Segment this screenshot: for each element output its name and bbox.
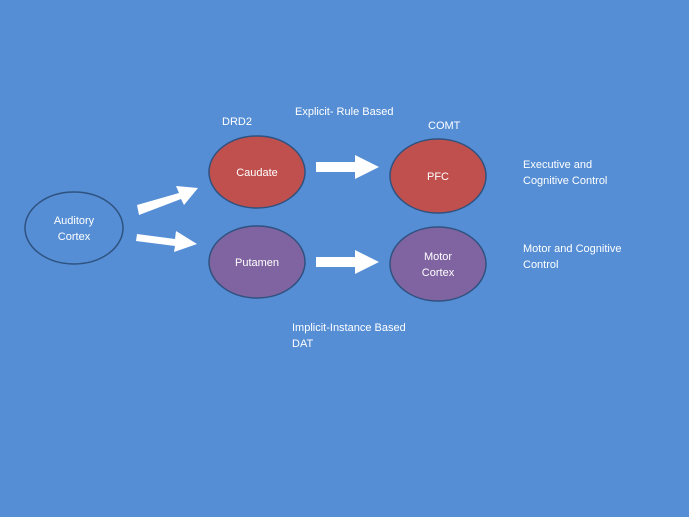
pfc-node [389, 138, 487, 214]
motor-cognitive-control-label-line1: Motor and Cognitive [523, 243, 622, 255]
comt-label: COMT [428, 120, 461, 132]
executive-control-label-line1: Executive and [523, 159, 593, 171]
arrow-putamen-to-motor-cortex [316, 250, 379, 274]
arrow-auditory-to-caudate [137, 186, 198, 215]
auditory-cortex-node [24, 191, 124, 265]
arrow-auditory-to-putamen [136, 231, 197, 252]
drd2-label: DRD2 [222, 116, 252, 128]
auditory-cortex-label-line1: Auditory [54, 215, 95, 227]
pfc-label: PFC [427, 171, 449, 183]
caudate-node [208, 135, 306, 209]
putamen-node [208, 225, 306, 299]
executive-control-label-line2: Cognitive Control [523, 175, 608, 187]
explicit-rule-based-label: Explicit- Rule Based [295, 106, 394, 118]
dat-label: DAT [292, 338, 314, 350]
motor-cortex-label-line1: Motor [424, 251, 452, 263]
motor-cortex-label-line2: Cortex [422, 267, 455, 279]
implicit-instance-based-label: Implicit-Instance Based [292, 322, 406, 334]
auditory-cortex-label-line2: Cortex [58, 231, 91, 243]
putamen-label: Putamen [235, 257, 279, 269]
motor-cortex-node [389, 226, 487, 302]
motor-cognitive-control-label-line2: Control [523, 259, 559, 271]
arrow-caudate-to-pfc [316, 155, 379, 179]
caudate-label: Caudate [236, 167, 278, 179]
